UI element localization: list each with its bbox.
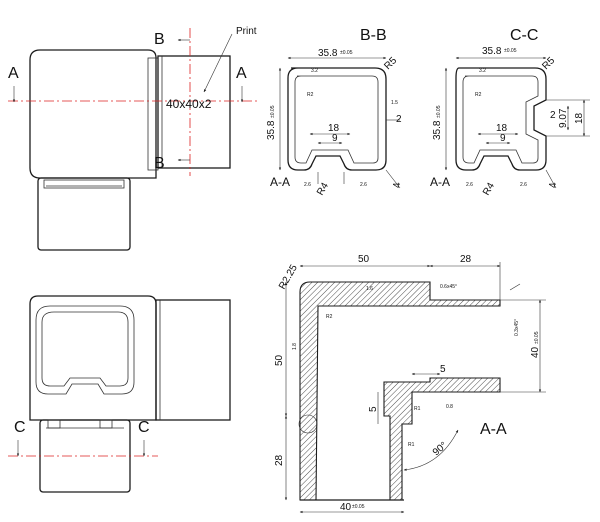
bb-wall-thk: 3.2 xyxy=(311,68,318,74)
cc-wall-thk: 3.2 xyxy=(479,68,486,74)
bb-bottom-4: 4 xyxy=(392,182,403,188)
bb-bottom-b: 2.6 xyxy=(360,182,367,188)
aa-step-5-left: 5 xyxy=(368,406,379,412)
marker-b-bottom: B xyxy=(154,155,165,172)
aa-small-r1b: R1 xyxy=(408,442,415,448)
aa-chamfer-right: 0.3x45° xyxy=(514,319,520,336)
marker-c-right: C xyxy=(138,419,150,436)
aa-left-50: 50 xyxy=(274,354,285,366)
aa-top-50: 50 xyxy=(358,254,370,265)
section-aa xyxy=(284,262,546,514)
aa-right-40-tol: ±0.05 xyxy=(534,331,540,344)
aa-bottom-40-tol: ±0.05 xyxy=(352,504,365,510)
cc-bottom-b: 2.6 xyxy=(520,182,527,188)
cc-side-2: 2 xyxy=(550,110,556,121)
print-label: Print xyxy=(236,26,257,37)
cc-slot-width: 18 xyxy=(496,123,508,134)
cc-side-18: 18 xyxy=(574,112,585,124)
aa-inner-r: R2 xyxy=(326,314,333,320)
bb-corner-r: R5 xyxy=(382,55,399,72)
aa-top-28: 28 xyxy=(460,254,472,265)
aa-angle-90: 90° xyxy=(431,440,450,458)
cc-side-907: 9.07 xyxy=(558,108,569,128)
aa-chamfer-top: 0.6x45° xyxy=(440,284,457,290)
marker-b-top: B xyxy=(154,31,165,48)
section-cc xyxy=(444,56,590,189)
aa-small-08: 0.8 xyxy=(446,404,453,410)
bb-side-2: 2 xyxy=(396,114,402,125)
bb-width-tol: ±0.05 xyxy=(340,50,353,56)
cc-inner-r: R2 xyxy=(475,92,482,98)
section-bb xyxy=(278,56,401,189)
front-view xyxy=(8,295,231,493)
bb-width: 35.8 xyxy=(318,48,338,59)
bb-bottom-a: 2.6 xyxy=(304,182,311,188)
aa-left-28: 28 xyxy=(274,454,285,466)
bb-section-label: A-A xyxy=(270,175,290,189)
bb-inner-r: R2 xyxy=(307,92,314,98)
section-bb-title: B-B xyxy=(360,27,387,44)
bb-wall-small: 1.5 xyxy=(391,100,398,106)
section-aa-title: A-A xyxy=(480,421,507,438)
cc-section-label: A-A xyxy=(430,175,450,189)
aa-small-r1: R1 xyxy=(414,406,421,412)
cc-bottom-4: 4 xyxy=(548,182,559,188)
cc-width-tol: ±0.05 xyxy=(504,48,517,54)
marker-c-left: C xyxy=(14,419,26,436)
cc-width: 35.8 xyxy=(482,46,502,57)
cc-bottom-a: 2.6 xyxy=(466,182,473,188)
bb-r4: R4 xyxy=(315,181,331,198)
bb-slot-inner: 9 xyxy=(332,133,338,144)
aa-bottom-40: 40 xyxy=(340,502,352,513)
marker-a-right: A xyxy=(236,65,247,82)
cc-height-tol: ±0.05 xyxy=(436,105,442,118)
aa-right-40: 40 xyxy=(530,346,541,358)
aa-step-5-top: 5 xyxy=(440,364,446,375)
aa-wall-16: 1.6 xyxy=(366,286,373,292)
bb-slot-width: 18 xyxy=(328,123,340,134)
bb-height-tol: ±0.05 xyxy=(270,105,276,118)
profile-size-label: 40x40x2 xyxy=(166,97,212,111)
aa-chamfer-r: R2.25 xyxy=(277,263,300,292)
marker-a-left: A xyxy=(8,65,19,82)
section-cc-title: C-C xyxy=(510,27,538,44)
aa-wall-18: 1.8 xyxy=(292,343,298,350)
cc-height: 35.8 xyxy=(432,120,443,140)
side-view xyxy=(8,28,258,251)
cc-slot-inner: 9 xyxy=(500,133,506,144)
bb-height: 35.8 xyxy=(266,120,277,140)
cc-r4: R4 xyxy=(481,181,497,198)
